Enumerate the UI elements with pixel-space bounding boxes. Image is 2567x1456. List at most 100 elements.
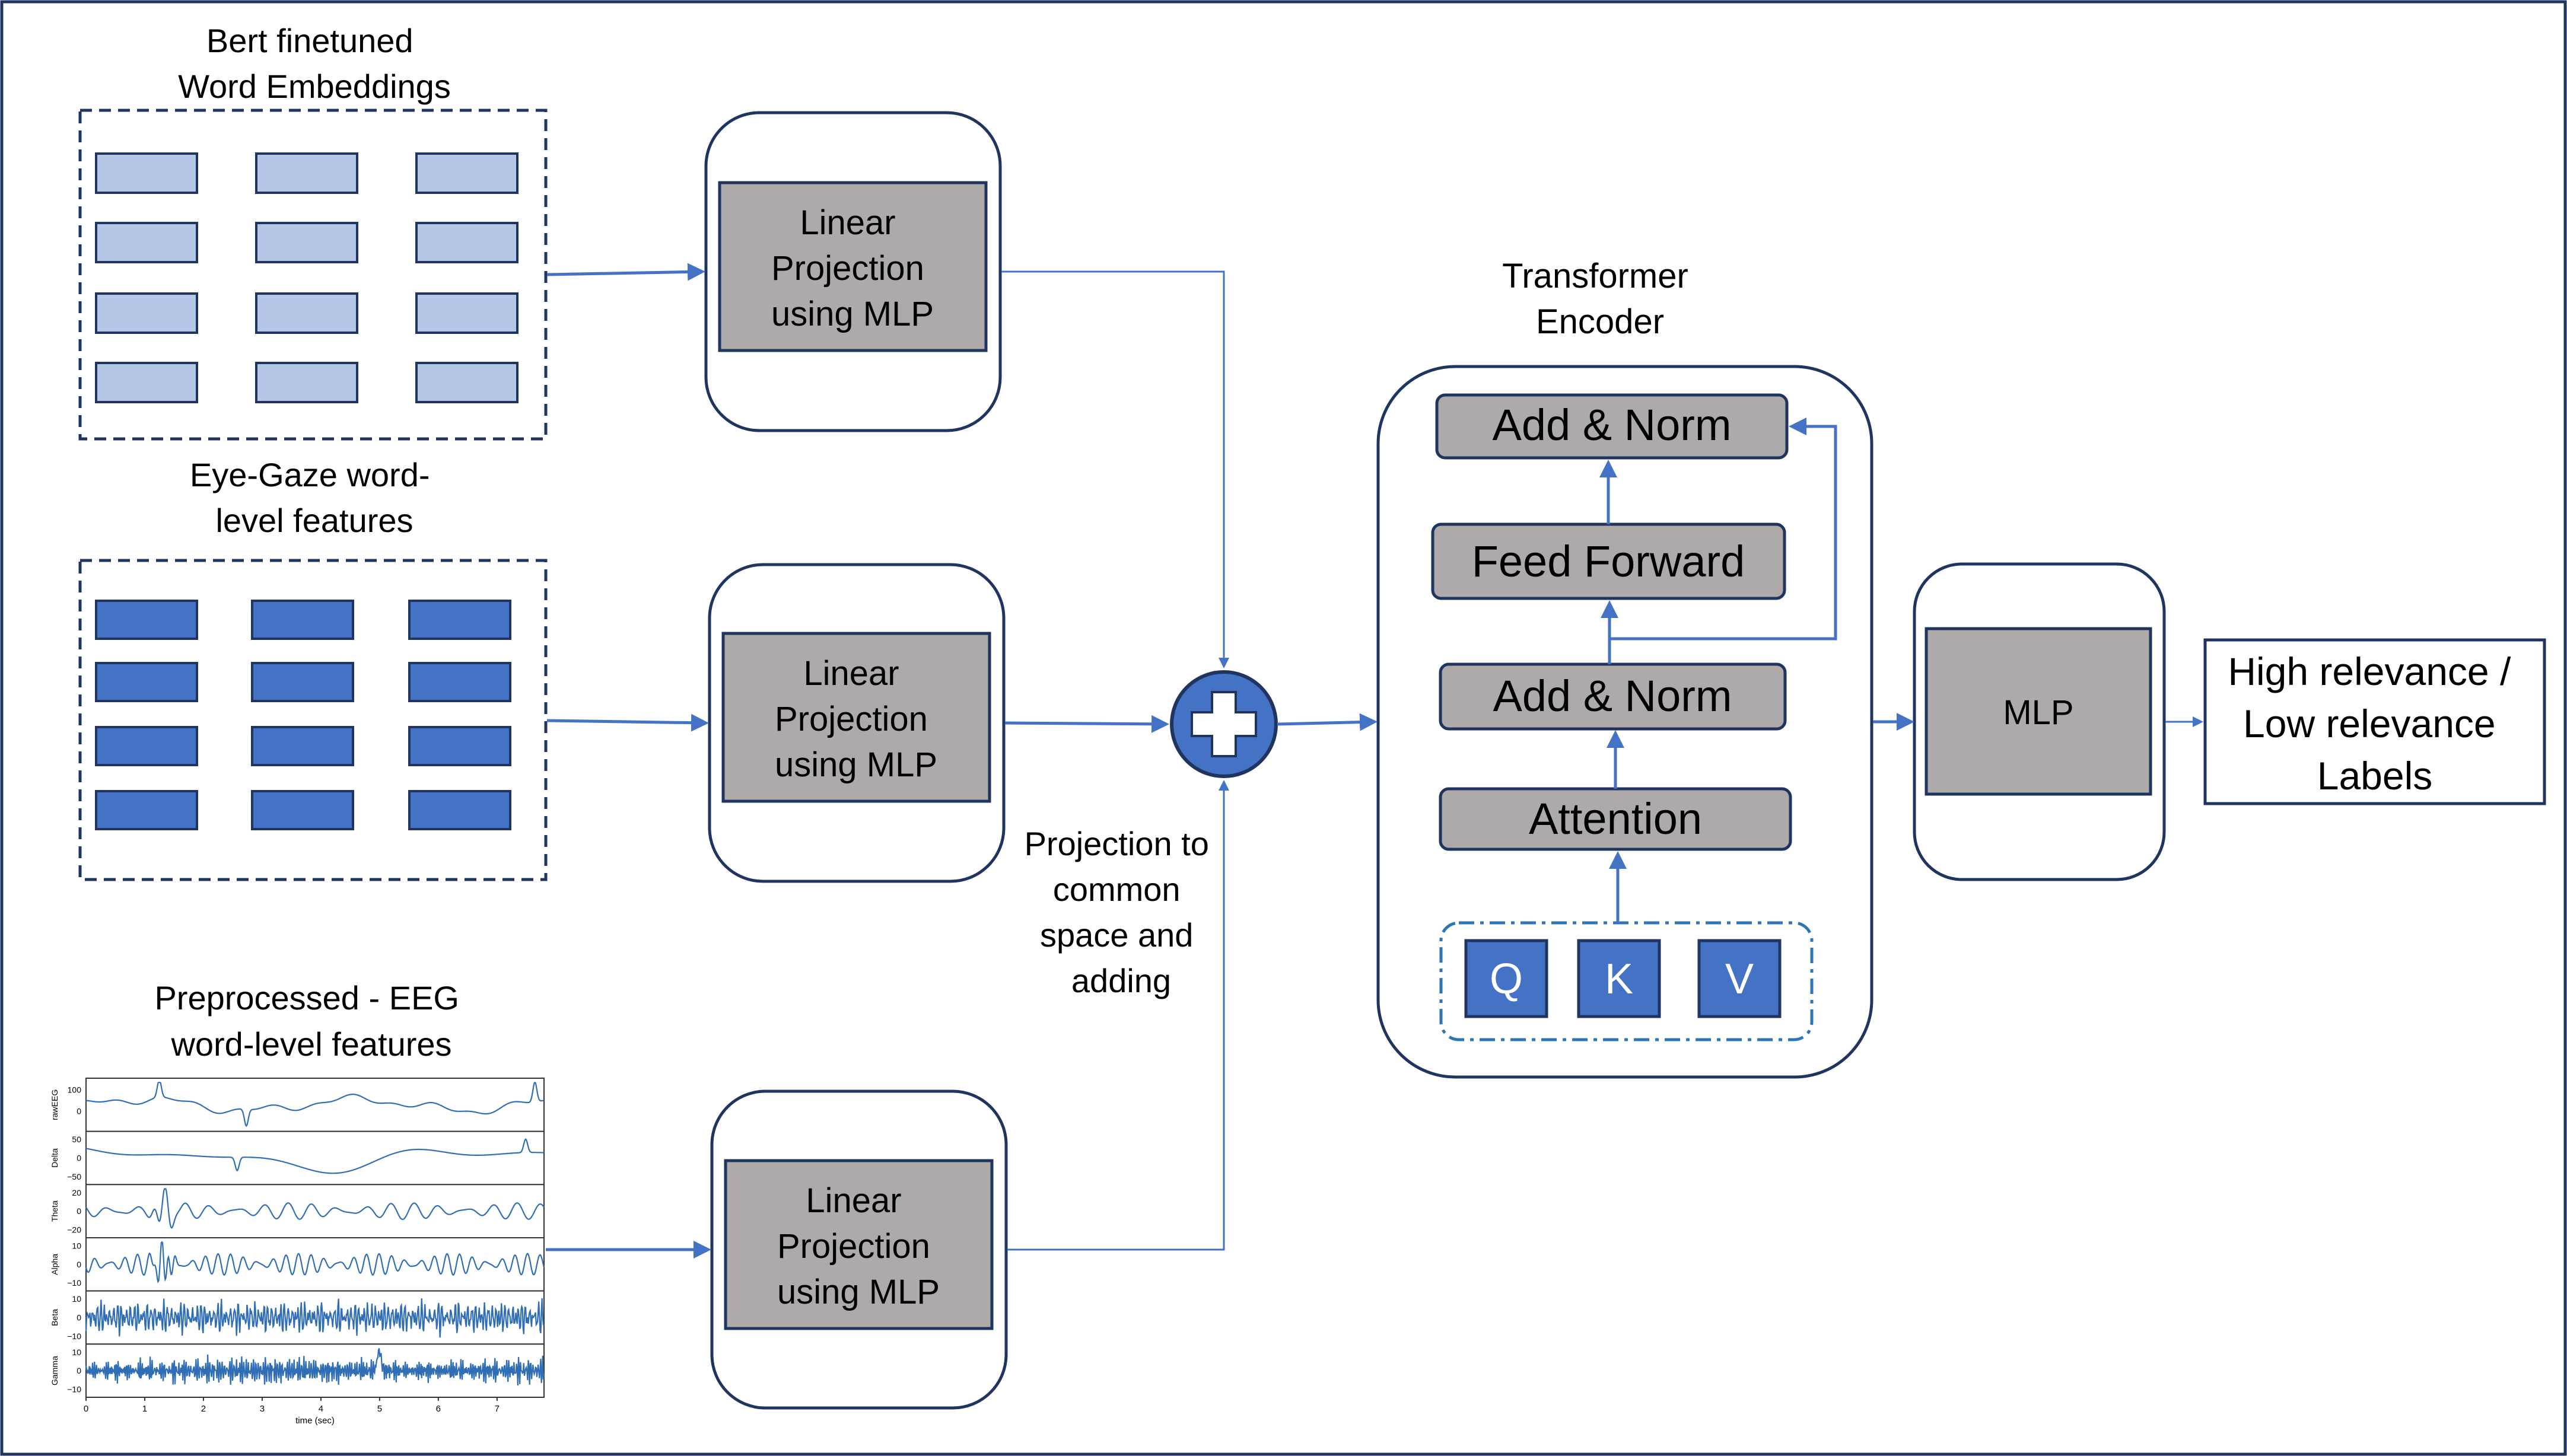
gaze-feature-cell — [251, 790, 354, 830]
arrow-bert-projection-to-sum — [1001, 270, 1229, 668]
eeg-ytick-label: 0 — [77, 1107, 81, 1116]
eeg-xtick-label: 5 — [377, 1404, 382, 1414]
gaze-dashed-box — [78, 559, 548, 881]
eeg-trace — [85, 1188, 545, 1229]
eeg-channel-label: Delta — [50, 1148, 59, 1168]
linear-projection-box-bert — [718, 181, 988, 352]
eeg-ytick-label: 0 — [77, 1154, 81, 1163]
mlp-label: MLP — [2003, 693, 2073, 732]
bert-dashed-box — [78, 109, 548, 441]
eeg-trace — [85, 1138, 544, 1174]
linear-projection-box-eeg — [724, 1159, 994, 1330]
gaze-feature-cell — [95, 600, 198, 640]
bert-embedding-cell — [95, 152, 198, 194]
gaze-label: Eye-Gaze word- level features — [190, 456, 439, 539]
eeg-channel-panel — [85, 1184, 545, 1239]
projection-module-eeg: Linear Projection using MLP — [710, 1089, 1008, 1410]
eeg-xtick-label: 7 — [495, 1404, 500, 1414]
eeg-xtick-label: 4 — [319, 1404, 323, 1414]
bert-embedding-cell — [415, 222, 519, 263]
gaze-feature-grid — [95, 600, 511, 830]
bert-label: Bert finetuned Word Embeddings — [178, 22, 451, 105]
eeg-xtick-label: 3 — [260, 1404, 265, 1414]
projection-module-bert: Linear Projection using MLP — [704, 111, 1002, 432]
eeg-trace — [85, 1348, 545, 1386]
eeg-channel-label: Alpha — [50, 1254, 59, 1275]
eeg-xtick-label: 1 — [142, 1404, 147, 1414]
bert-embeddings-input: Bert finetuned Word Embeddings — [78, 22, 548, 441]
bert-embedding-cell — [415, 292, 519, 334]
bert-embedding-cell — [255, 152, 358, 194]
eeg-channel-panel — [85, 1078, 545, 1132]
eeg-trace — [85, 1081, 545, 1127]
bert-embedding-cell — [255, 292, 358, 334]
eeg-ytick-label: −20 — [67, 1225, 81, 1235]
key-label: K — [1605, 955, 1633, 1003]
output-labels-box — [2203, 638, 2546, 805]
eeg-channel-label: Gamma — [50, 1356, 59, 1385]
arrow-gaze-to-projection — [546, 713, 709, 732]
value-box — [1697, 939, 1782, 1018]
eeg-trace — [85, 1241, 545, 1283]
eeg-ytick-label: 10 — [72, 1294, 81, 1304]
bert-embedding-cell — [255, 222, 358, 263]
linear-projection-box-gaze — [721, 632, 991, 803]
eeg-ytick-label: 0 — [77, 1366, 81, 1375]
query-label: Q — [1490, 955, 1523, 1003]
gaze-feature-cell — [95, 662, 198, 702]
encoder-title: Transformer Encoder — [1502, 257, 1698, 341]
qkv-dashed-box — [1439, 921, 1814, 1041]
gaze-feature-cell — [251, 662, 354, 702]
gaze-feature-cell — [251, 600, 354, 640]
add-norm-bottom-label: Add & Norm — [1493, 671, 1732, 721]
eeg-ytick-label: 50 — [72, 1135, 81, 1144]
eeg-xtick-label: 0 — [84, 1404, 88, 1414]
query-box — [1464, 939, 1548, 1018]
bert-embedding-cell — [415, 152, 519, 194]
arrow-gaze-projection-to-sum — [1004, 715, 1169, 733]
gaze-feature-cell — [251, 726, 354, 766]
eeg-ytick-label: 0 — [77, 1313, 81, 1323]
add-norm-top-label: Add & Norm — [1492, 400, 1731, 450]
eeg-ytick-label: 0 — [77, 1260, 81, 1269]
bert-embedding-cell — [95, 362, 198, 403]
linear-projection-label-eeg: Linear Projection using MLP — [777, 1181, 940, 1311]
gaze-feature-cell — [408, 726, 511, 766]
eeg-xtick-label: 2 — [201, 1404, 206, 1414]
eeg-ytick-label: 100 — [68, 1085, 82, 1095]
attention-label: Attention — [1529, 794, 1702, 843]
output-labels-text: High relevance / Low relevance Labels — [2228, 649, 2521, 798]
eye-gaze-input: Eye-Gaze word- level features — [78, 456, 548, 881]
add-norm-top-box — [1435, 393, 1789, 460]
add-norm-bottom-box — [1439, 662, 1787, 731]
arrow-bert-to-projection — [546, 263, 705, 281]
eeg-trace — [85, 1298, 545, 1338]
eeg-label: Preprocessed - EEG word-level features — [154, 979, 468, 1063]
projection-module-gaze: Linear Projection using MLP — [708, 563, 1006, 883]
bert-token-grid — [95, 152, 519, 403]
eeg-ytick-label: −50 — [67, 1172, 81, 1181]
feed-forward-label: Feed Forward — [1472, 537, 1745, 586]
linear-projection-label-bert: Linear Projection using MLP — [771, 203, 934, 333]
eeg-channel-panel — [85, 1130, 545, 1186]
eeg-ytick-label: −10 — [67, 1278, 81, 1288]
mlp-box — [1925, 627, 2152, 796]
linear-projection-label-gaze: Linear Projection using MLP — [775, 654, 937, 784]
eeg-channel-label: Beta — [50, 1309, 59, 1326]
eeg-ytick-label: 10 — [72, 1347, 81, 1357]
gaze-feature-cell — [408, 600, 511, 640]
eeg-ytick-label: −10 — [67, 1385, 81, 1394]
plus-icon — [1170, 670, 1278, 778]
key-box — [1577, 939, 1661, 1018]
gaze-feature-cell — [408, 790, 511, 830]
value-label: V — [1725, 955, 1754, 1003]
projection-caption: Projection to common space and adding — [1025, 825, 1219, 999]
bert-embedding-cell — [95, 292, 198, 334]
bert-embedding-cell — [255, 362, 358, 403]
arrow-residual-connection — [1609, 418, 1837, 641]
gaze-feature-cell — [95, 790, 198, 830]
eeg-ytick-label: 10 — [72, 1241, 81, 1250]
arrow-eeg-projection-to-sum — [1007, 780, 1229, 1251]
